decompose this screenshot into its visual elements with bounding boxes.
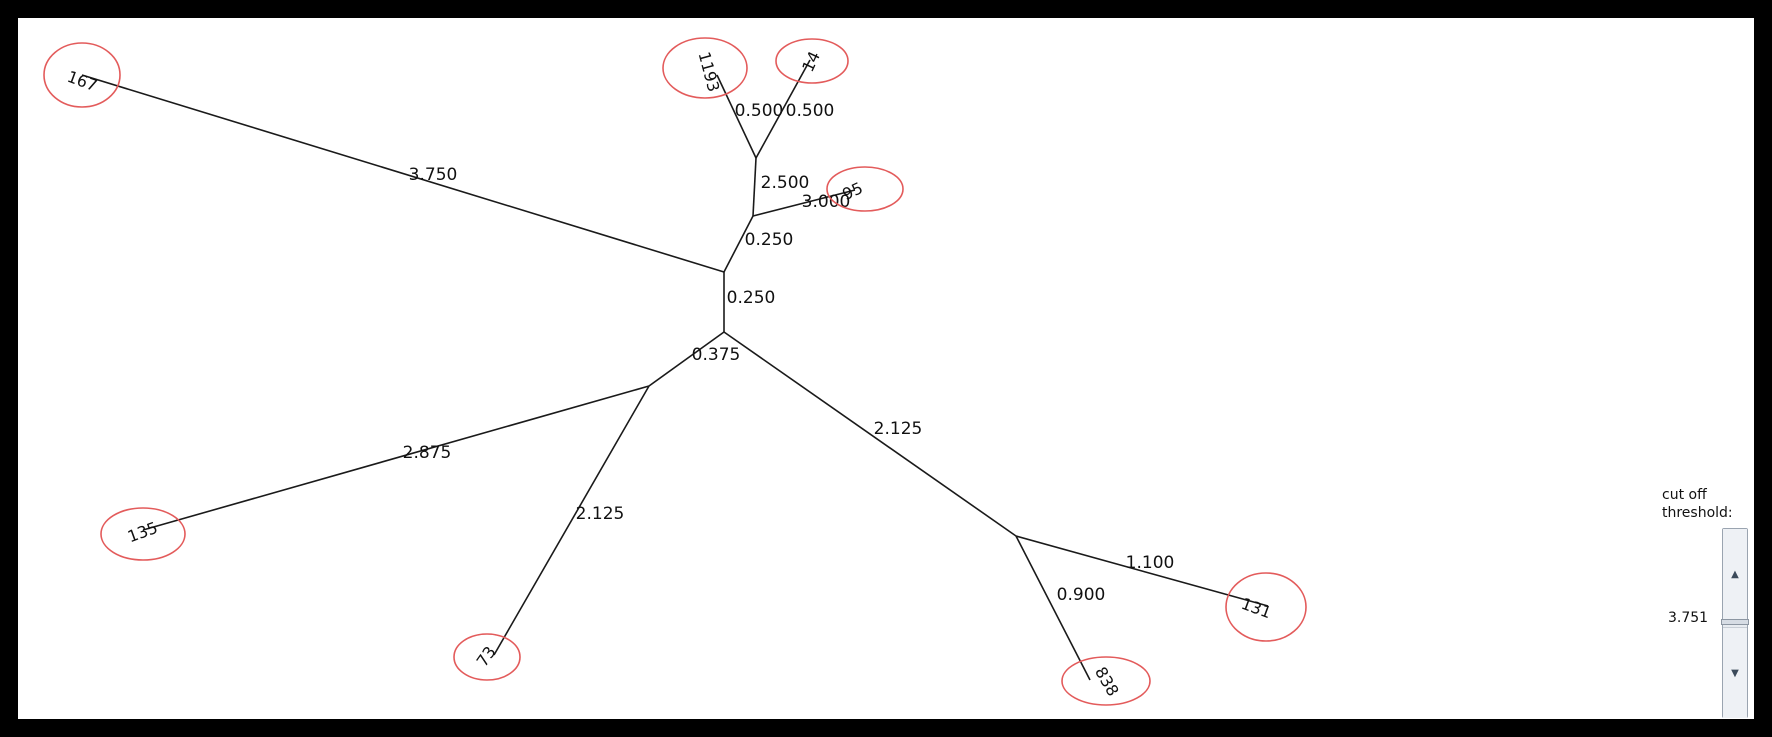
leaf-node-label: 73 [473,643,500,671]
slider-up-arrow-icon[interactable]: ▲ [1723,529,1747,620]
leaf-node-circle [1061,656,1151,706]
tree-branch [752,157,757,217]
branch-length-label: 0.250 [745,230,794,250]
leaf-node[interactable]: 838 [1061,656,1151,706]
leaf-node[interactable]: 131 [1225,572,1307,642]
leaf-node-label: 135 [125,518,160,546]
branch-length-label: 1.100 [1126,553,1175,573]
tree-branch [1015,535,1091,681]
leaf-node-label: 167 [65,67,100,95]
leaf-nodes: 167 1193 14 95 135 73 838 131 [43,37,1307,706]
leaf-node-label: 14 [798,48,824,74]
tree-branch [723,331,1017,537]
branch-length-label: 0.375 [692,345,741,365]
leaf-node-circle [43,42,121,108]
threshold-panel: cut off threshold: ▲ ▼ 3.751 [1652,482,1762,718]
leaf-node-label: 838 [1091,664,1123,700]
branch-length-label: 0.500 [786,101,835,121]
leaf-node-circle [100,507,186,561]
leaf-node[interactable]: 167 [43,42,121,108]
leaf-node[interactable]: 95 [826,166,904,212]
threshold-label: cut off threshold: [1662,487,1733,521]
branch-length-label: 0.900 [1057,585,1106,605]
slider-down-arrow-icon[interactable]: ▼ [1723,627,1747,718]
leaf-node-label: 131 [1239,594,1274,622]
tree-branch [752,189,856,217]
threshold-value: 3.751 [1668,610,1709,626]
tree-branch [723,215,754,273]
tree-edges [81,59,1269,681]
threshold-slider[interactable]: ▲ ▼ [1721,528,1749,718]
branch-length-label: 3.750 [409,165,458,185]
leaf-node[interactable]: 14 [775,38,849,84]
tree-branch [142,385,650,531]
leaf-node[interactable]: 73 [453,633,521,681]
branch-length-label: 0.250 [727,288,776,308]
tree-branch [716,74,757,159]
leaf-node-circle [662,37,748,99]
leaf-node-circle [1225,572,1307,642]
branch-length-label: 2.875 [403,443,452,463]
tree-branch [755,59,811,159]
branch-length-label: 2.500 [761,173,810,193]
branch-length-label: 3.000 [802,192,851,212]
branch-length-label: 2.125 [874,419,923,439]
tree-branch [648,331,725,387]
leaf-node[interactable]: 135 [100,507,186,561]
leaf-node-circle [775,38,849,84]
leaf-node-circle [453,633,521,681]
leaf-node-circle [826,166,904,212]
tree-branch [81,74,725,273]
leaf-node-label: 1193 [695,50,724,94]
branch-length-label: 0.500 [735,101,784,121]
branch-length-label: 2.125 [576,504,625,524]
slider-thumb[interactable] [1721,619,1749,625]
tree-branch [493,385,650,656]
tree-branch [1015,535,1269,607]
leaf-node[interactable]: 1193 [662,37,748,99]
